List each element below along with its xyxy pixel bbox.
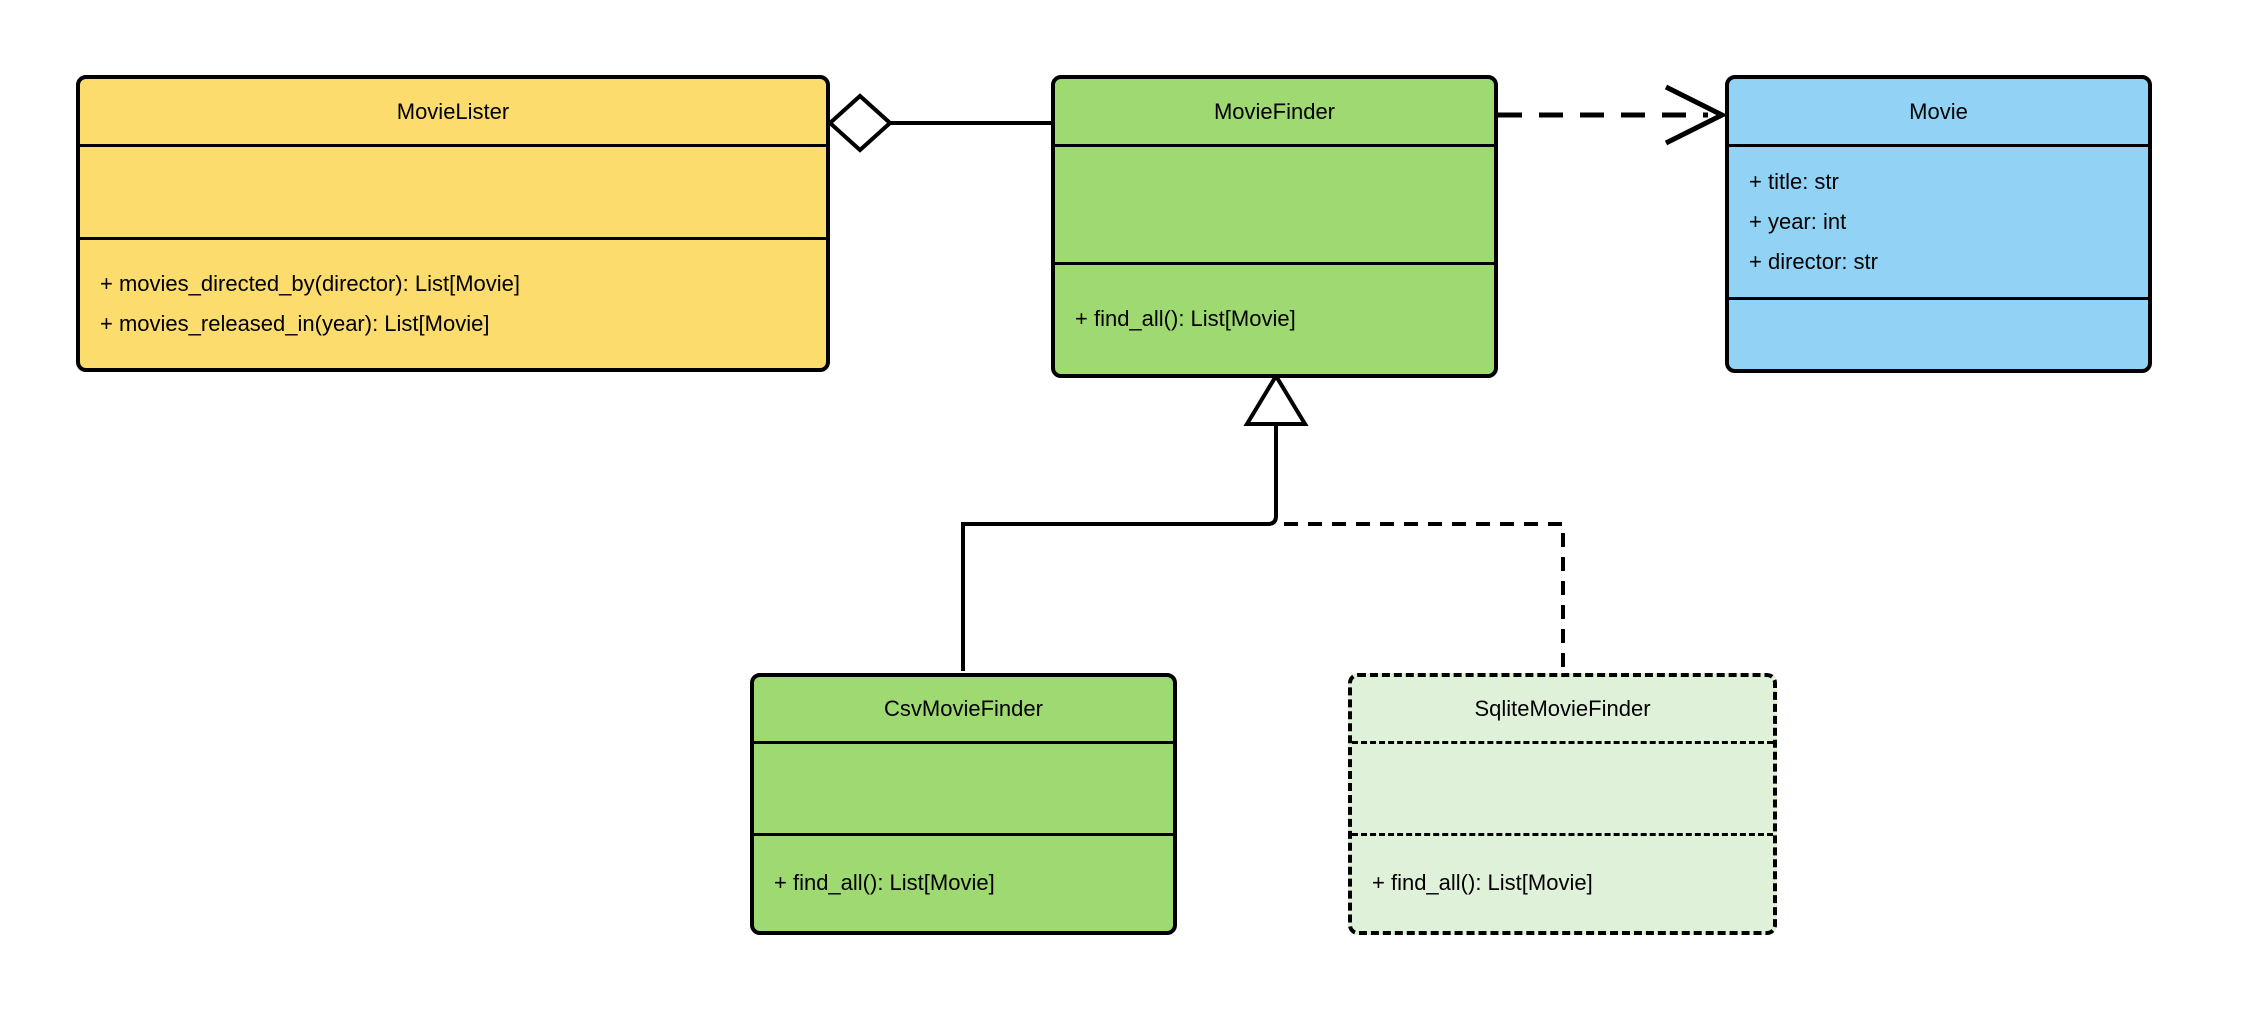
attributes-section <box>1352 741 1773 833</box>
method-label: + find_all(): List[Movie] <box>1075 306 1296 332</box>
inheritance-triangle-icon <box>1243 372 1309 426</box>
inheritance-solid-branch <box>961 424 1278 671</box>
methods-section: + find_all(): List[Movie] <box>1055 262 1494 374</box>
class-name: MovieLister <box>396 98 510 124</box>
methods-section <box>1729 297 2148 369</box>
class-box-moviefinder[interactable]: MovieFinder + find_all(): List[Movie] <box>1051 75 1498 378</box>
method-label: + find_all(): List[Movie] <box>774 870 995 896</box>
class-name: Movie <box>1909 98 1968 124</box>
attributes-section <box>1055 144 1494 262</box>
class-box-sqlitemoviefinder[interactable]: SqliteMovieFinder + find_all(): List[Mov… <box>1348 673 1777 935</box>
class-name: SqliteMovieFinder <box>1474 696 1651 721</box>
attribute-label: + year: int <box>1749 208 1847 234</box>
dependency-arrowhead-icon <box>1664 84 1728 146</box>
attributes-section: + title: str + year: int + director: str <box>1729 144 2148 297</box>
class-box-movielister[interactable]: MovieLister + movies_directed_by(directo… <box>76 75 830 372</box>
class-name: MovieFinder <box>1213 98 1336 124</box>
attributes-section <box>754 741 1173 833</box>
method-label: + movies_directed_by(director): List[Mov… <box>100 270 520 296</box>
methods-section: + find_all(): List[Movie] <box>1352 833 1773 931</box>
attributes-section <box>80 144 826 237</box>
methods-section: + movies_directed_by(director): List[Mov… <box>80 237 826 368</box>
methods-section: + find_all(): List[Movie] <box>754 833 1173 931</box>
method-label: + find_all(): List[Movie] <box>1372 870 1593 896</box>
class-box-csvmoviefinder[interactable]: CsvMovieFinder + find_all(): List[Movie] <box>750 673 1177 935</box>
attribute-label: + director: str <box>1749 249 1878 275</box>
aggregation-diamond-icon <box>827 93 893 153</box>
method-label: + movies_released_in(year): List[Movie] <box>100 311 490 336</box>
inheritance-dashed-branch <box>1284 522 1565 671</box>
class-name: CsvMovieFinder <box>884 696 1043 721</box>
attribute-label: + title: str <box>1749 168 1839 194</box>
class-box-movie[interactable]: Movie + title: str + year: int + directo… <box>1725 75 2152 373</box>
